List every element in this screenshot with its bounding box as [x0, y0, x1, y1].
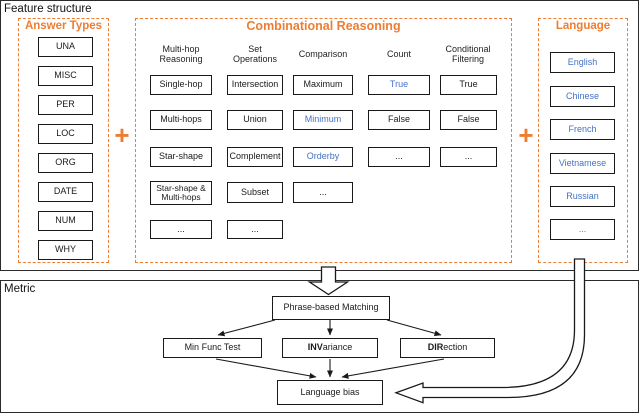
- conditional-filtering-box: True: [440, 75, 497, 95]
- plus-sign: +: [114, 120, 130, 150]
- language-box: Vietnamese: [550, 153, 615, 174]
- set-operation-box: Complement: [227, 147, 283, 167]
- column-header-multihop: Multi-hop Reasoning: [159, 43, 203, 64]
- comparison-box: ...: [293, 182, 353, 203]
- column-header-conditional-filtering: Conditional Filtering: [445, 43, 491, 64]
- reasoning-box: Single-hop: [150, 75, 212, 95]
- answer-type-box: PER: [38, 95, 93, 115]
- answer-types-title: Answer Types: [24, 20, 103, 32]
- language-box: Russian: [550, 186, 615, 207]
- answer-type-box: MISC: [38, 66, 93, 86]
- reasoning-box: Star-shape: [150, 147, 212, 167]
- reasoning-box: Multi-hops: [150, 110, 212, 130]
- combinational-reasoning-title: Combinational Reasoning: [246, 19, 401, 33]
- reasoning-box: ...: [150, 220, 212, 239]
- feature-structure-label: Feature structure: [4, 3, 92, 15]
- column-header-count: Count: [386, 48, 412, 59]
- conditional-filtering-box: ...: [440, 147, 497, 167]
- answer-type-box: UNA: [38, 37, 93, 57]
- set-operation-box: Union: [227, 110, 283, 130]
- set-operation-box: Subset: [227, 182, 283, 203]
- column-header-comparison: Comparison: [298, 48, 348, 59]
- answer-type-box: WHY: [38, 240, 93, 260]
- language-box: ...: [550, 219, 615, 240]
- answer-type-box: LOC: [38, 124, 93, 144]
- comparison-box: Minimum: [293, 110, 353, 130]
- language-title: Language: [555, 20, 611, 32]
- column-header-set-operations: Set Operations: [232, 43, 278, 64]
- count-box: False: [368, 110, 430, 130]
- count-box: True: [368, 75, 430, 95]
- metric-label: Metric: [4, 283, 36, 295]
- comparison-box: Orderby: [293, 147, 353, 167]
- language-box: French: [550, 119, 615, 140]
- min-func-test-node: Min Func Test: [163, 338, 262, 358]
- count-box: ...: [368, 147, 430, 167]
- reasoning-box: Star-shape & Multi-hops: [150, 181, 212, 205]
- language-bias-node: Language bias: [277, 380, 383, 405]
- direction-rest: ection: [443, 342, 468, 353]
- direction-prefix: DIR: [427, 342, 444, 353]
- plus-sign: +: [518, 120, 534, 150]
- comparison-box: Maximum: [293, 75, 353, 95]
- combinational-reasoning-group: [135, 18, 512, 263]
- answer-type-box: DATE: [38, 182, 93, 202]
- set-operation-box: Intersection: [227, 75, 283, 95]
- answer-type-box: ORG: [38, 153, 93, 173]
- invariance-rest: ariance: [322, 342, 353, 353]
- language-box: Chinese: [550, 86, 615, 107]
- answer-types-group: [18, 18, 109, 263]
- invariance-prefix: INV: [307, 342, 323, 353]
- phrase-based-matching-node: Phrase-based Matching: [272, 296, 390, 320]
- feature-structure-panel: [0, 0, 639, 271]
- answer-type-box: NUM: [38, 211, 93, 231]
- set-operation-box: ...: [227, 220, 283, 239]
- language-box: English: [550, 52, 615, 73]
- conditional-filtering-box: False: [440, 110, 497, 130]
